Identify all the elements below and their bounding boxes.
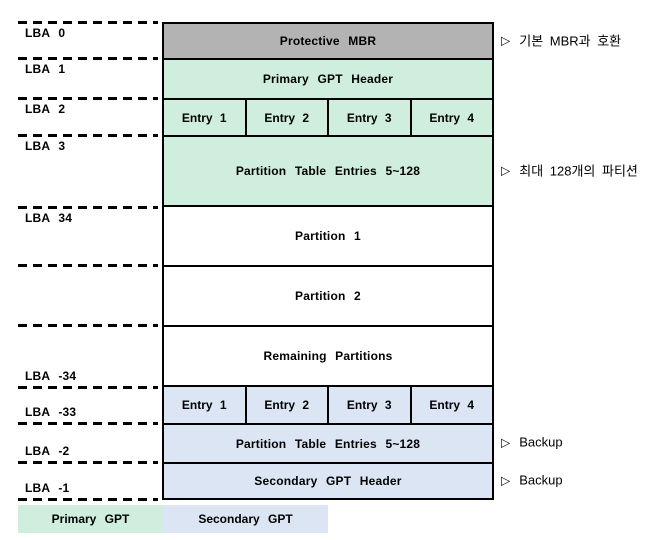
lba-label-lba-0: LBA 0 bbox=[25, 26, 66, 40]
lba-dashed-line bbox=[18, 324, 158, 327]
legend-item-primary-gpt: Primary GPT bbox=[18, 505, 163, 533]
lba-dashed-line bbox=[18, 134, 158, 137]
entry-cell: Entry 4 bbox=[409, 100, 493, 135]
lba-dashed-line bbox=[18, 498, 158, 501]
triangle-bullet-icon: ▷ bbox=[501, 435, 511, 449]
lba-label-lba-2: LBA 2 bbox=[25, 102, 66, 116]
disk-row-partition-2: Partition 2 bbox=[162, 265, 494, 327]
entry-cell: Entry 2 bbox=[244, 100, 328, 135]
disk-row-label: Partition 2 bbox=[295, 289, 361, 303]
lba-label-lba-3: LBA 3 bbox=[25, 139, 66, 153]
disk-row-label: Secondary GPT Header bbox=[254, 474, 402, 488]
annotation-3: ▷ Backup bbox=[501, 473, 563, 488]
disk-row-label: Partition Table Entries 5~128 bbox=[235, 436, 421, 451]
legend-item-secondary-gpt: Secondary GPT bbox=[163, 505, 328, 533]
lba-dashed-line bbox=[18, 386, 158, 389]
disk-row-label: Primary GPT Header bbox=[262, 72, 394, 86]
lba-dashed-line bbox=[18, 57, 158, 60]
entry-cell: Entry 1 bbox=[181, 110, 227, 125]
disk-row-label: Remaining Partitions bbox=[263, 349, 393, 363]
triangle-bullet-icon: ▷ bbox=[501, 473, 511, 487]
disk-row-label: Partition 1 bbox=[295, 229, 361, 243]
disk-row-remaining-partitions: Remaining Partitions bbox=[162, 325, 494, 387]
entry-cell: Entry 2 bbox=[244, 387, 328, 423]
disk-row-partition-table-entries-5-128: Partition Table Entries 5~128 bbox=[162, 423, 494, 464]
lba-dashed-line bbox=[18, 206, 158, 209]
annotation-1: ▷ 최대 128개의 파티션 bbox=[501, 161, 638, 180]
lba-dashed-line bbox=[18, 21, 158, 24]
disk-row-partition-table-entries-5-128: Partition Table Entries 5~128 bbox=[162, 135, 494, 207]
lba-label-lba-2: LBA -2 bbox=[25, 444, 70, 458]
lba-dashed-line bbox=[18, 264, 158, 267]
entry-cell: Entry 3 bbox=[327, 387, 410, 423]
triangle-bullet-icon: ▷ bbox=[501, 33, 511, 47]
legend-label: Primary GPT bbox=[51, 512, 130, 526]
disk-row-secondary-gpt-header: Secondary GPT Header bbox=[162, 462, 494, 500]
annotation-text: 기본 MBR과 호환 bbox=[519, 33, 622, 49]
annotation-text: Backup bbox=[519, 472, 563, 488]
annotation-2: ▷ Backup bbox=[501, 435, 563, 450]
annotation-text: Backup bbox=[519, 434, 563, 450]
lba-dashed-line bbox=[18, 461, 158, 464]
annotation-0: ▷ 기본 MBR과 호환 bbox=[501, 31, 621, 50]
lba-label-lba-34: LBA 34 bbox=[25, 211, 73, 225]
lba-dashed-line bbox=[18, 422, 158, 425]
entry-cell: Entry 1 bbox=[181, 398, 227, 412]
disk-row-protective-mbr: Protective MBR bbox=[162, 22, 494, 60]
disk-row-label: Protective MBR bbox=[279, 34, 377, 48]
annotation-text: 최대 128개의 파티션 bbox=[519, 163, 638, 179]
lba-label-lba-1: LBA -1 bbox=[25, 481, 70, 495]
lba-label-lba-34: LBA -34 bbox=[25, 369, 77, 383]
disk-row-partition-1: Partition 1 bbox=[162, 205, 494, 267]
disk-row-primary-gpt-header: Primary GPT Header bbox=[162, 58, 494, 100]
lba-label-lba-1: LBA 1 bbox=[25, 62, 66, 76]
lba-dashed-line bbox=[18, 97, 158, 100]
triangle-bullet-icon: ▷ bbox=[501, 163, 511, 177]
legend-label: Secondary GPT bbox=[198, 512, 293, 526]
entry-cell: Entry 3 bbox=[327, 100, 410, 135]
disk-row-label: Partition Table Entries 5~128 bbox=[235, 164, 421, 178]
lba-label-lba-33: LBA -33 bbox=[25, 405, 77, 419]
entry-cell: Entry 4 bbox=[409, 387, 493, 423]
